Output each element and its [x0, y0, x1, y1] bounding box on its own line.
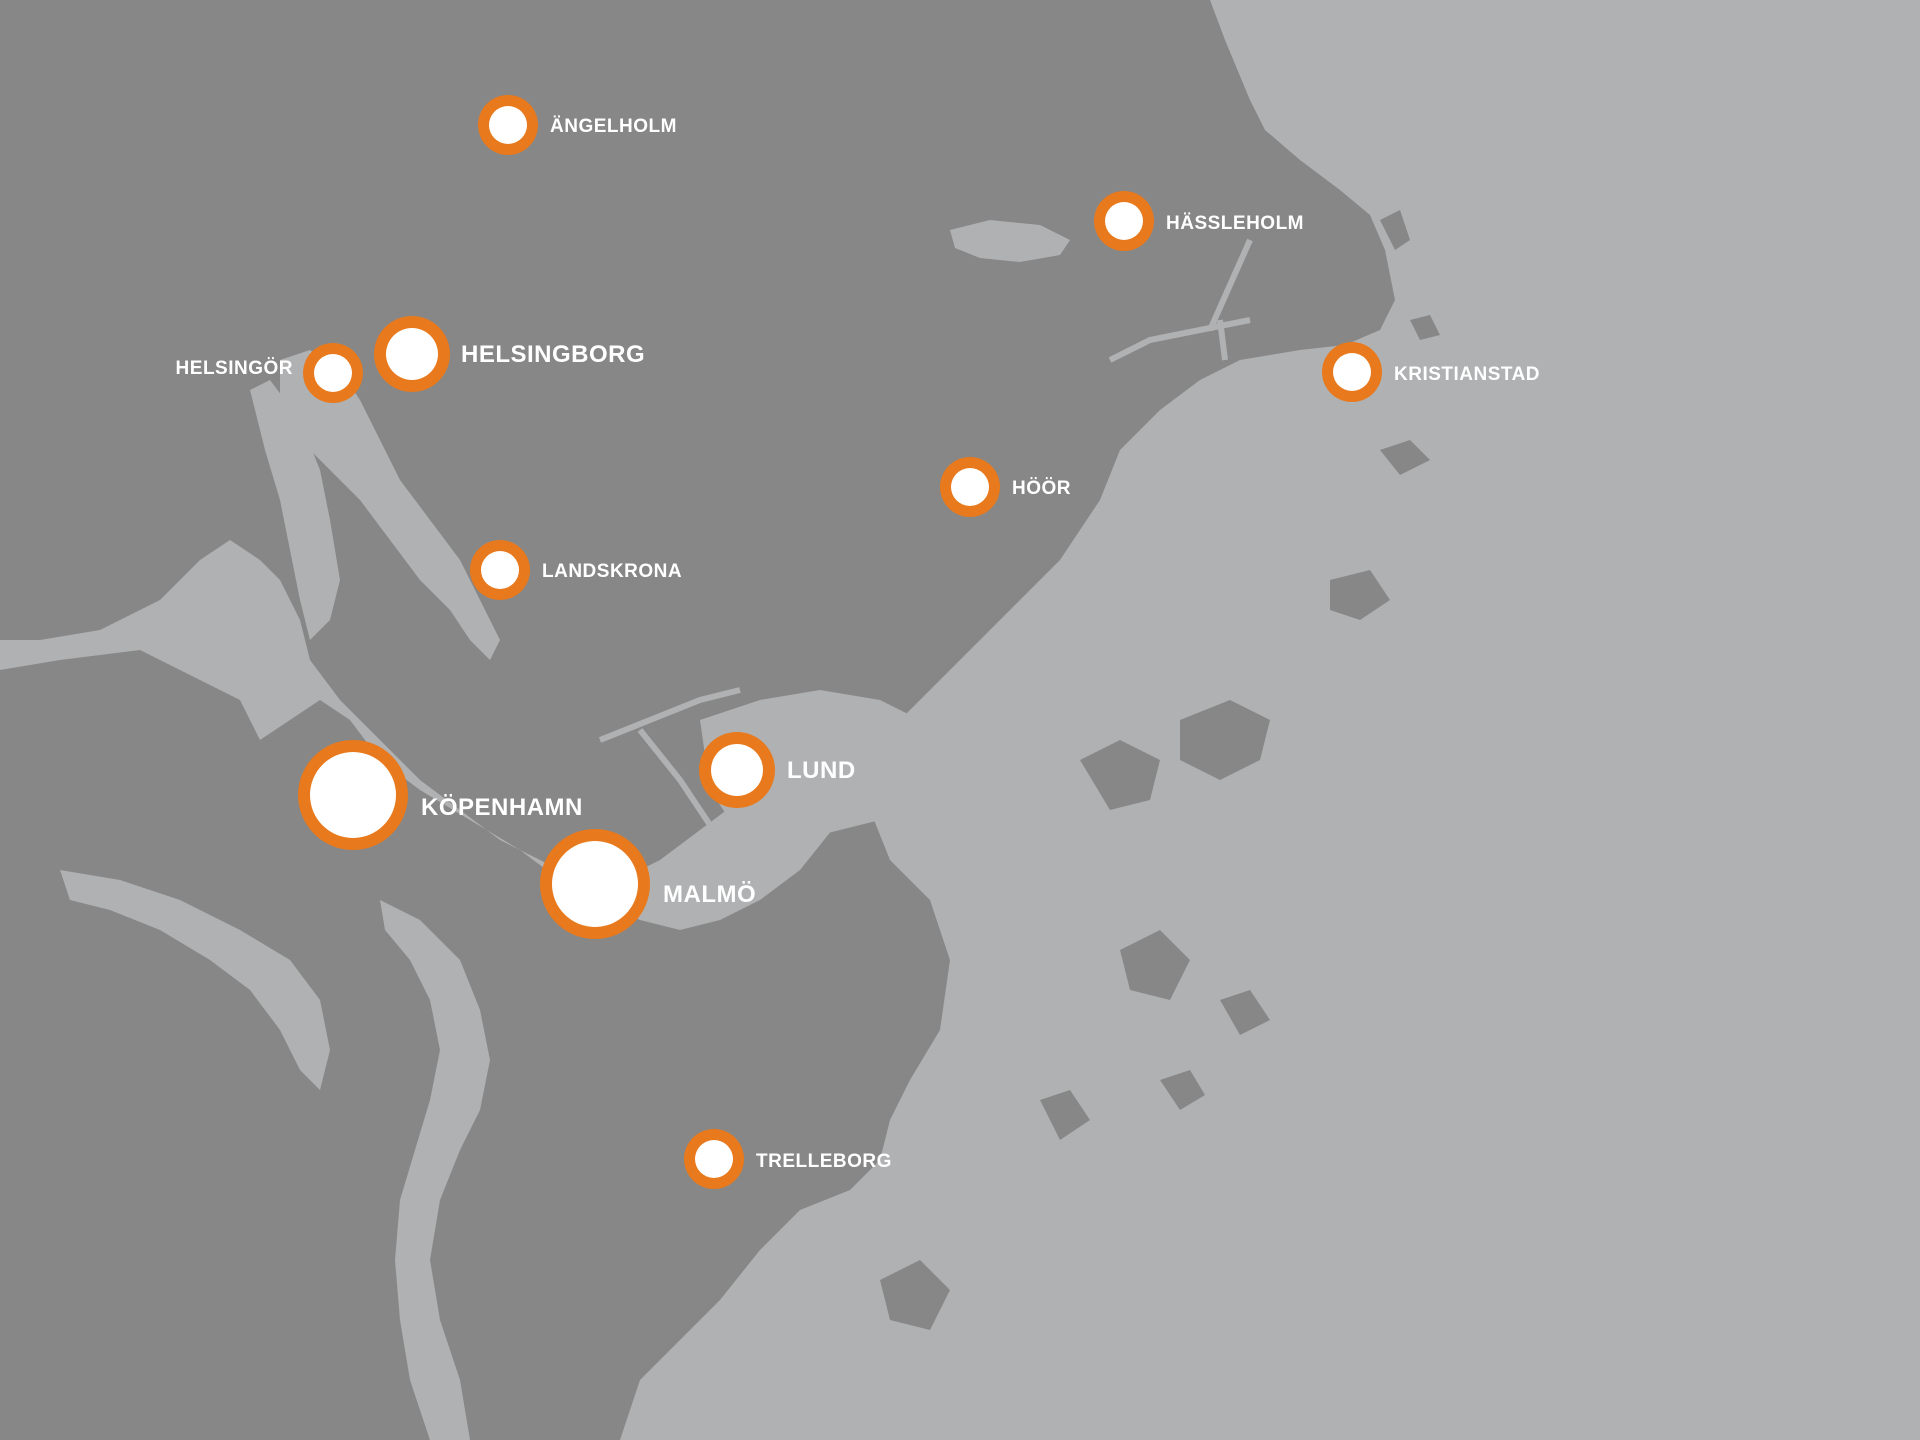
city-marker-dot [489, 106, 527, 144]
city-label-kopenhamn: KÖPENHAMN [421, 794, 583, 821]
coastal-inlet-north [250, 380, 340, 640]
islands [880, 210, 1440, 1330]
lake-north [950, 220, 1070, 262]
city-label-hoor: HÖÖR [1012, 478, 1071, 499]
river-lund [598, 687, 741, 842]
city-label-landskrona: LANDSKRONA [542, 561, 682, 582]
city-marker-landskrona: LANDSKRONA [470, 540, 682, 600]
southwest-channel [60, 870, 330, 1090]
coastal-inlet-west [280, 350, 500, 660]
city-label-malmo: MALMÖ [663, 881, 756, 908]
oresund-strait [0, 540, 900, 930]
city-marker-dot [695, 1140, 733, 1178]
city-marker-kristianstad: KRISTIANSTAD [1322, 342, 1540, 402]
city-marker-helsingor: HELSINGÖR [176, 343, 363, 403]
city-marker-trelleborg: TRELLEBORG [684, 1129, 892, 1189]
city-marker-angelholm: ÄNGELHOLM [478, 95, 677, 155]
city-marker-hoor: HÖÖR [940, 457, 1071, 517]
city-marker-hassleholm: HÄSSLEHOLM [1094, 191, 1304, 251]
city-marker-dot [951, 468, 989, 506]
city-label-hassleholm: HÄSSLEHOLM [1166, 213, 1304, 234]
city-marker-dot [386, 328, 438, 380]
city-marker-dot [481, 551, 519, 589]
city-marker-dot [1333, 353, 1371, 391]
city-marker-dot [314, 354, 352, 392]
city-marker-dot [1105, 202, 1143, 240]
east-coast-inlets [940, 600, 1120, 920]
city-label-helsingborg: HELSINGBORG [461, 341, 645, 368]
city-label-kristianstad: KRISTIANSTAD [1394, 364, 1540, 385]
bay-lund [700, 690, 940, 840]
city-marker-malmo: MALMÖ [540, 829, 756, 939]
river-hassleholm [1108, 238, 1253, 363]
city-label-helsingor: HELSINGÖR [176, 358, 293, 379]
city-marker-dot [711, 744, 763, 796]
city-marker-kopenhamn: KÖPENHAMN [298, 740, 583, 850]
city-marker-dot [310, 752, 396, 838]
city-label-angelholm: ÄNGELHOLM [550, 116, 677, 137]
city-marker-lund: LUND [699, 732, 856, 808]
city-label-trelleborg: TRELLEBORG [756, 1151, 892, 1172]
city-marker-helsingborg: HELSINGBORG [374, 316, 645, 392]
southern-channel [380, 900, 490, 1440]
city-label-lund: LUND [787, 757, 856, 784]
city-markers: ÄNGELHOLM HÄSSLEHOLM HELSINGÖR HELSINGBORG K… [176, 95, 1540, 1189]
city-marker-dot [552, 841, 638, 927]
